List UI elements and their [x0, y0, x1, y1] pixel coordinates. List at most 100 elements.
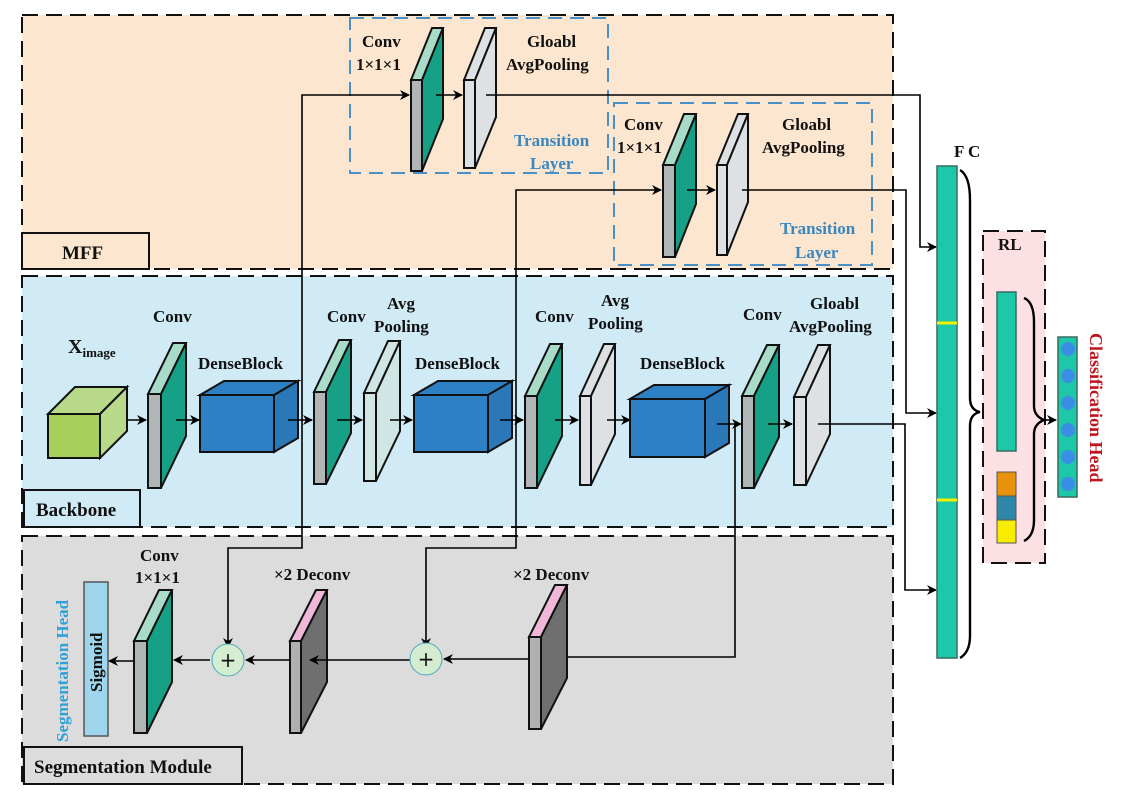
tl1-pool-block [462, 27, 498, 169]
rl-border [982, 230, 1046, 564]
tl1-conv-label: Conv [362, 32, 401, 51]
connection-tl1-to-fc [486, 94, 937, 252]
pool2-label-2: Pooling [374, 317, 429, 336]
segmentation-label-box [23, 746, 243, 785]
input-label-main: X [68, 336, 83, 358]
segmentation-blocks: Segmentation Head Sigmoid Conv 1×1×1 + ×… [53, 546, 590, 742]
segmentation-border [21, 535, 894, 785]
dense2-block [410, 379, 516, 454]
add-symbol-1: + [220, 648, 237, 672]
backbone-border [21, 275, 894, 528]
classification-head-label: Classification Head [1086, 333, 1106, 483]
tl1-title-2: Layer [530, 154, 574, 173]
connection-dense1-to-tl1 [301, 90, 410, 420]
classification-nodes [1061, 342, 1075, 491]
add-circle-1 [211, 643, 245, 677]
pool2-label-1: Avg [387, 294, 416, 313]
sigmoid-block [83, 581, 109, 737]
classification-node [1061, 396, 1075, 410]
add-circle-2 [409, 642, 443, 676]
connection-dense3-to-deconv2 [556, 424, 736, 662]
rl-cell-orange [996, 471, 1017, 497]
tl2-title-2: Layer [795, 243, 839, 262]
add-node-2: + [409, 642, 443, 676]
tl2-pool-label-2: AvgPooling [762, 138, 845, 157]
mff-label-box [21, 232, 150, 270]
fc-label: F C [954, 142, 980, 161]
backbone-label: Backbone [36, 500, 116, 521]
transition-layer-2: Conv 1×1×1 Gloabl AvgPooling Transition … [613, 102, 873, 266]
backbone-blocks: Ximage Conv DenseBlock Conv Avg Pooling [45, 291, 872, 489]
conv2-label: Conv [327, 307, 366, 326]
dense1-label: DenseBlock [198, 354, 284, 373]
tl1-conv-block [409, 27, 445, 172]
gap-label-2: AvgPooling [789, 317, 872, 336]
tl2-conv-size-label: 1×1×1 [617, 138, 662, 157]
input-label-subscript: image [82, 345, 115, 360]
tl1-pool-label-2: AvgPooling [506, 55, 589, 74]
tl2-pool-block [715, 113, 750, 256]
dense3-block [626, 383, 733, 459]
mff-label: MFF [62, 243, 103, 264]
transition-layer-2-border [613, 102, 873, 266]
add-node-1: + [211, 643, 245, 677]
pool2-block [362, 340, 402, 482]
pool3-block [578, 343, 617, 486]
dense1-block [196, 379, 302, 454]
fc-brace [959, 168, 981, 660]
rl-feature-bar [996, 291, 1017, 452]
tl2-pool-label-1: Gloabl [782, 115, 831, 134]
tl2-conv-label: Conv [624, 115, 663, 134]
connections [223, 90, 937, 662]
classification-node [1061, 369, 1075, 383]
seg-conv-label: Conv [140, 546, 179, 565]
connection-tl2-to-fc [742, 189, 937, 418]
conv2-block [312, 339, 353, 485]
connection-gap-to-fc [818, 423, 937, 595]
segmentation-head-label: Segmentation Head [53, 599, 72, 742]
rl-label: RL [998, 235, 1022, 254]
tl1-conv-size-label: 1×1×1 [356, 55, 401, 74]
tl1-title-1: Transition [514, 131, 590, 150]
connection-dense2-to-add2 [421, 420, 517, 648]
add-symbol-2: + [418, 647, 435, 671]
connection-dense1-to-add1 [223, 420, 303, 648]
input-label: Ximage [68, 336, 116, 360]
fc-bar [936, 165, 958, 659]
seg-conv-size-label: 1×1×1 [135, 568, 180, 587]
rl-section: RL [982, 230, 1057, 564]
conv1-block [146, 342, 188, 489]
gap-label-1: Gloabl [810, 294, 859, 313]
conv1-label: Conv [153, 307, 192, 326]
conv4-block [740, 344, 781, 489]
fc-section: F C [936, 142, 981, 660]
conv3-block [523, 343, 564, 489]
dense3-label: DenseBlock [640, 354, 726, 373]
pool3-label-2: Pooling [588, 314, 643, 333]
classification-bar [1057, 336, 1078, 498]
gap-block [792, 344, 832, 486]
classification-node [1061, 423, 1075, 437]
conv3-label: Conv [535, 307, 574, 326]
classification-node [1061, 342, 1075, 356]
tl2-conv-block [661, 113, 698, 258]
pool3-label-1: Avg [601, 291, 630, 310]
deconv2-label: ×2 Deconv [513, 565, 590, 584]
deconv2-block [527, 584, 569, 730]
rl-cell-teal [996, 495, 1017, 521]
deconv1-label: ×2 Deconv [274, 565, 351, 584]
tl1-pool-label-1: Gloabl [527, 32, 576, 51]
sigmoid-label: Sigmoid [87, 632, 106, 692]
segmentation-label: Segmentation Module [34, 757, 212, 778]
mff-border [21, 14, 894, 270]
conv4-label: Conv [743, 305, 782, 324]
tl2-title-1: Transition [780, 219, 856, 238]
seg-conv-block [132, 589, 174, 734]
classification-node [1061, 450, 1075, 464]
dense2-label: DenseBlock [415, 354, 501, 373]
rl-cell-yellow [996, 519, 1017, 544]
classification-head: Classification Head [1057, 333, 1106, 498]
classification-node [1061, 477, 1075, 491]
input-image-cube [45, 384, 130, 461]
